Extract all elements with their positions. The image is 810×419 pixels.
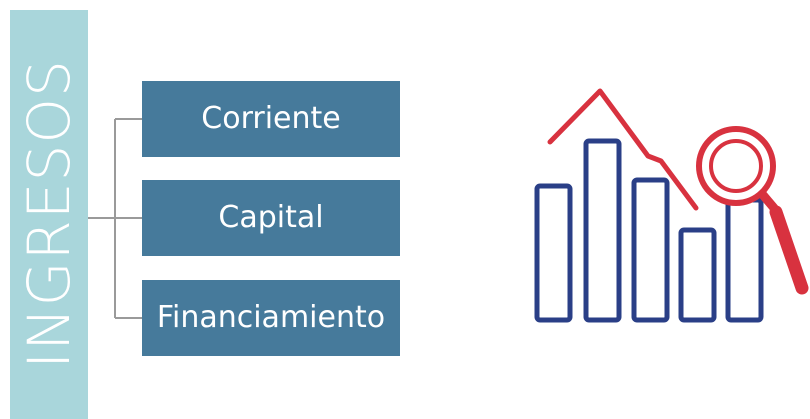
category-label: Capital [218,200,324,235]
category-label: Financiamiento [156,300,386,335]
bar-3-icon [631,177,670,323]
category-box-corriente: Corriente [142,81,400,157]
bar-1-icon [534,183,573,323]
bar-2-icon [583,138,622,323]
side-banner [10,10,88,419]
category-box-financiamiento: Financiamiento [142,280,400,356]
bar-chart-magnifier-icon [534,88,809,323]
magnifier-icon [696,126,809,295]
bar-5-icon [725,197,764,323]
trend-line-icon [547,88,699,211]
category-box-capital: Capital [142,180,400,256]
bar-4-icon [678,227,717,323]
banner-title: INGRESOS [15,59,83,369]
category-label: Corriente [201,101,341,136]
